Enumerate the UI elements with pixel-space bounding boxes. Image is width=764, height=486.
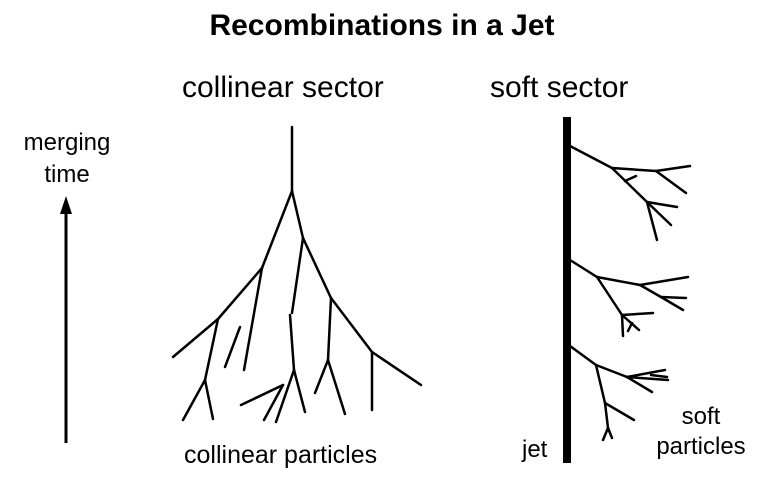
collinear-branch <box>260 189 294 270</box>
collinear-branch <box>171 317 220 359</box>
collinear-branch <box>274 368 296 424</box>
soft-branch <box>610 166 658 173</box>
soft-branch <box>603 401 610 430</box>
collinear-branch <box>223 325 242 369</box>
soft-branch <box>594 363 629 379</box>
soft-branch <box>625 375 654 394</box>
soft-branch <box>638 283 663 299</box>
soft-branch <box>659 295 685 312</box>
soft-branch <box>649 373 669 379</box>
soft-branch <box>638 275 690 287</box>
merging-time-line2: time <box>44 161 90 188</box>
soft-branch <box>625 368 667 379</box>
collinear-branch <box>262 383 285 422</box>
soft-branch <box>610 166 649 204</box>
collinear-branch <box>203 378 215 421</box>
soft-branch <box>645 200 673 227</box>
collinear-particles-caption: collinear particles <box>184 441 378 469</box>
collinear-tree <box>171 125 423 424</box>
collinear-branch <box>313 358 330 395</box>
soft-branch <box>623 174 638 183</box>
soft-branch <box>645 200 659 242</box>
soft-branch <box>595 275 624 317</box>
soft-branch <box>568 144 614 170</box>
diagram-title: Recombinations in a Jet <box>209 9 555 42</box>
soft-tree <box>563 117 692 463</box>
soft-branch <box>654 169 688 195</box>
soft-sector-header: soft sector <box>490 71 629 104</box>
soft-branch <box>568 344 598 367</box>
merging-time-label: merging time <box>13 127 121 191</box>
soft-branch <box>595 275 642 287</box>
collinear-branch <box>370 350 423 387</box>
soft-particles-line2: particles <box>656 433 746 460</box>
collinear-branch <box>290 189 305 240</box>
soft-branch <box>620 313 625 338</box>
collinear-branch <box>216 266 264 321</box>
merging-time-line1: merging <box>23 129 111 156</box>
collinear-branch <box>292 368 307 414</box>
collinear-branch <box>181 378 207 422</box>
time-arrow-head <box>60 196 72 214</box>
soft-branch <box>645 200 679 209</box>
collinear-branch <box>288 313 296 372</box>
collinear-branch <box>242 266 264 372</box>
collinear-branch <box>326 296 333 362</box>
collinear-branch <box>203 317 220 382</box>
soft-branch <box>568 258 599 279</box>
collinear-branch <box>329 296 374 354</box>
soft-branch <box>620 313 641 332</box>
soft-particles-caption: soft particles <box>642 402 760 462</box>
soft-branch <box>659 295 688 300</box>
soft-branch <box>654 164 692 173</box>
collinear-sector-header: collinear sector <box>182 71 384 104</box>
collinear-branch <box>301 236 333 300</box>
soft-branch <box>601 426 610 442</box>
soft-branch <box>626 321 634 333</box>
jet-label: jet <box>522 436 548 463</box>
soft-branch <box>625 375 670 382</box>
soft-branch <box>620 311 655 317</box>
soft-branch <box>606 426 614 440</box>
collinear-branch <box>290 236 305 315</box>
soft-branch <box>603 401 636 422</box>
soft-branch <box>594 363 607 405</box>
collinear-branch <box>326 358 347 416</box>
time-arrow <box>60 196 72 443</box>
soft-particles-line1: soft <box>681 403 721 430</box>
collinear-branch <box>239 383 285 407</box>
